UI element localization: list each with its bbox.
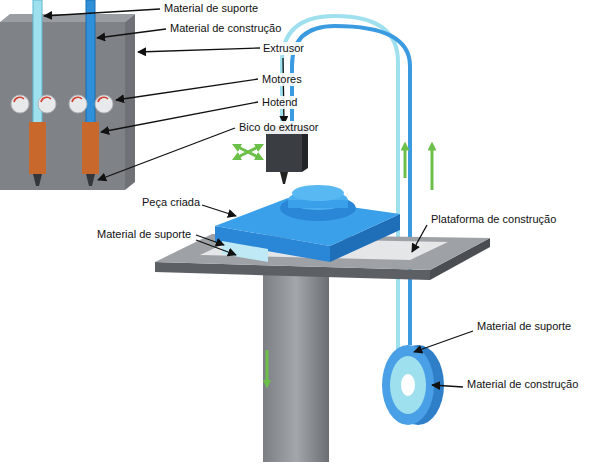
support-label: Material de suporte — [163, 2, 259, 15]
leader-lines — [44, 9, 473, 387]
extruder-inset — [0, 0, 135, 190]
nozzle-label: Bico do extrusor — [238, 121, 319, 134]
support-label: Material de suporte — [96, 228, 192, 241]
extruder-head — [266, 126, 308, 184]
motion-arrows — [236, 146, 432, 384]
extruder-label: Extrusor — [262, 42, 305, 55]
build-label: Material de construção — [169, 22, 282, 35]
motors-label: Motores — [261, 73, 303, 86]
support-label: Material de suporte — [476, 320, 572, 333]
part-label: Peça criada — [141, 196, 201, 209]
platform-label: Plataforma de construção — [430, 213, 557, 226]
build-label: Material de construção — [466, 378, 579, 391]
printed-part — [215, 185, 400, 262]
hotend-label: Hotend — [261, 96, 298, 109]
column — [263, 272, 329, 462]
